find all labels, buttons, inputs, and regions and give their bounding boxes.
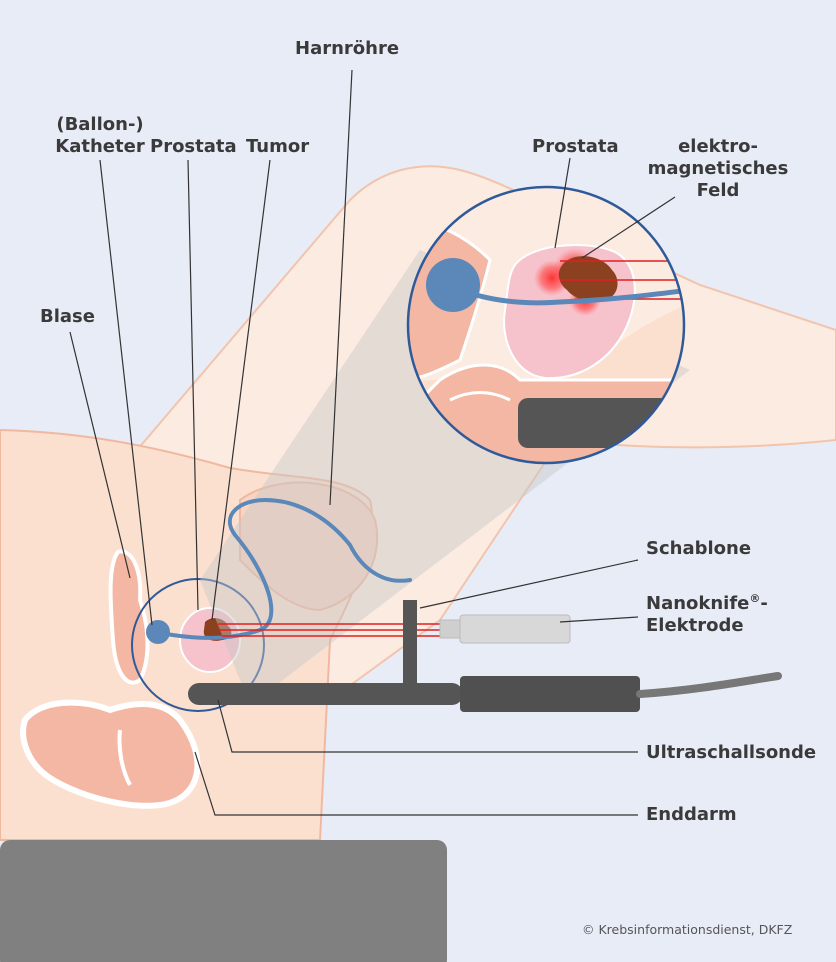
label-em-feld-line1: elektro- [678,136,758,157]
rectum-outline [20,699,201,809]
inset-detail [408,187,684,463]
treatment-table [0,840,447,962]
magnifier-inset [406,185,686,465]
label-tumor: Tumor [246,136,310,157]
label-enddarm: Enddarm [646,804,737,825]
label-nanoknife-elektrode: Nanoknife®- Elektrode [646,588,768,637]
label-harnroehre: Harnröhre [295,38,400,59]
copyright-credit: © Krebsinformationsdienst, DKFZ [582,922,793,937]
label-prostata: Prostata [150,136,237,157]
buttock-shape [239,481,379,612]
ultrasound-probe-cable [636,672,782,698]
label-ultraschallsonde: Ultraschallsonde [646,742,817,763]
catheter-tube [158,497,412,640]
label-elektrode: Elektrode [646,615,744,636]
label-inset-prostata: Prostata [532,136,619,157]
label-ballon-katheter-line1: (Ballon-) [56,114,144,135]
label-em-feld-line2: magnetisches [647,158,789,179]
label-schablone: Schablone [646,538,752,559]
label-em-feld-line3: Feld [696,180,740,201]
label-nanoknife-line1: Nanoknife®- [646,588,768,615]
template-plate [403,600,417,702]
label-em-feld: elektro- magnetisches Feld [643,136,793,202]
leader-lines [69,69,676,816]
nanoknife-electrode [459,614,571,644]
label-nanoknife-suffix: - [760,593,768,614]
label-nanoknife-name: Nanoknife [646,593,750,614]
ultrasound-probe-rod [188,683,463,705]
label-nanoknife-mark: ® [749,592,761,605]
label-ballon-katheter: (Ballon-) Katheter [50,114,150,158]
ultrasound-probe-handle [460,676,640,712]
magnifier-small [131,578,265,712]
pelvic-bone [108,549,150,685]
label-blase: Blase [40,306,95,327]
label-ballon-katheter-line2: Katheter [55,136,145,157]
bladder-balloon-small [146,620,170,644]
